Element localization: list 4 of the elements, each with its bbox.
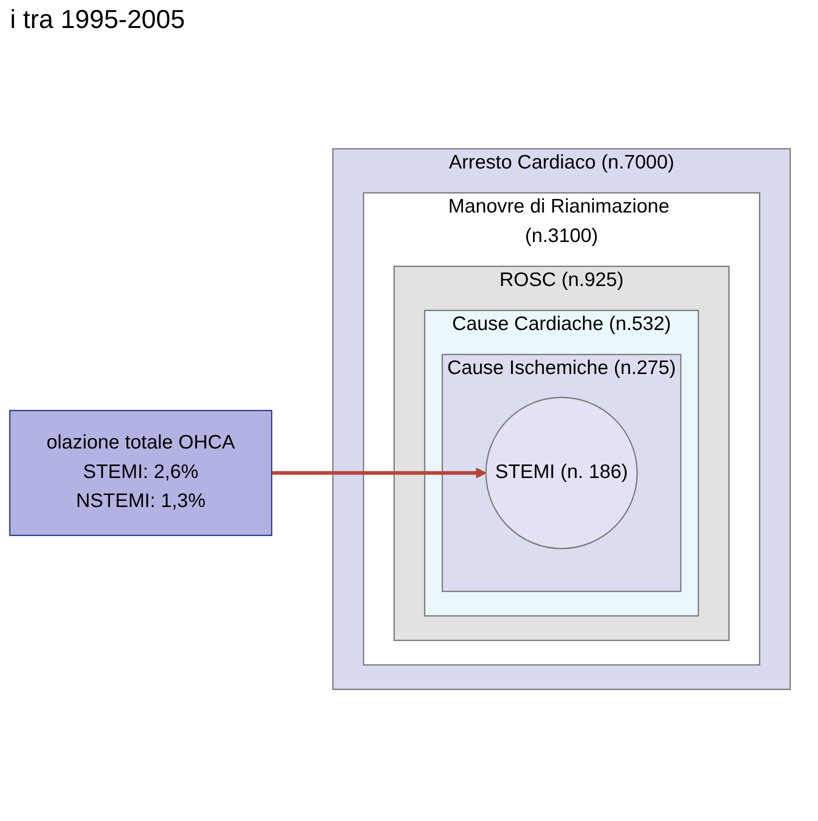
arrow xyxy=(272,467,486,478)
node-box: olazione totale OHCA STEMI: 2,6% NSTEMI: 1,3% xyxy=(9,410,272,536)
node-circle: STEMI (n. 186) xyxy=(485,396,638,550)
title: i tra 1995-2005 xyxy=(9,3,186,36)
